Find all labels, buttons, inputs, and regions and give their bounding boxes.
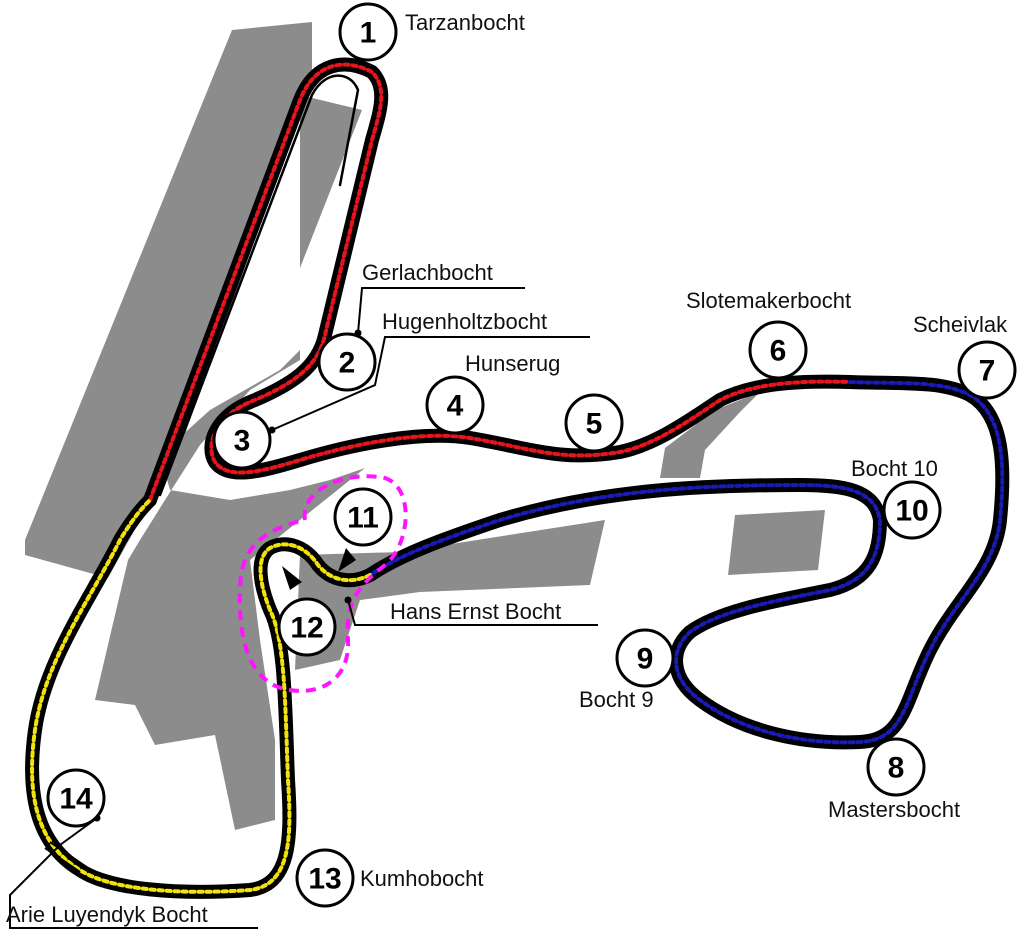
- corner-marker-7: 7: [957, 340, 1017, 400]
- corner-marker-2: 2: [317, 332, 377, 392]
- corner-labels: Tarzanbocht Gerlachbocht Hugenholtzbocht…: [6, 10, 1008, 927]
- direction-arrow-icon: [338, 548, 356, 572]
- corner-marker-9: 9: [615, 628, 675, 688]
- sector-3-line: [30, 498, 372, 894]
- infield-area-center: [295, 520, 605, 670]
- leader-dot: [344, 596, 352, 604]
- corner-label-gerlachbocht: Gerlachbocht: [362, 260, 493, 285]
- corner-number: 11: [347, 502, 379, 535]
- corner-label-kumhobocht: Kumhobocht: [360, 866, 484, 891]
- direction-arrow-icon: [282, 566, 302, 590]
- corner-marker-3: 3: [212, 410, 272, 470]
- corner-number: 4: [447, 390, 464, 423]
- corner-marker-4: 4: [425, 375, 485, 435]
- corner-number: 10: [895, 495, 928, 528]
- corner-label-bocht-10: Bocht 10: [851, 456, 938, 481]
- corner-marker-11: 11: [333, 487, 393, 547]
- corner-marker-5: 5: [564, 393, 624, 453]
- start-finish-line-icon: [44, 841, 86, 873]
- corner-marker-1: 1: [338, 2, 398, 62]
- corner-number: 13: [308, 863, 341, 896]
- corner-marker-14: 14: [46, 768, 106, 828]
- grandstand-area-left: [25, 22, 312, 578]
- corner-marker-10: 10: [882, 480, 942, 540]
- corner-label-hunserug: Hunserug: [465, 351, 560, 376]
- corner-number: 5: [586, 408, 603, 441]
- corner-label-mastersbocht: Mastersbocht: [828, 797, 960, 822]
- corner-label-tarzanbocht: Tarzanbocht: [405, 10, 525, 35]
- corner-label-arie-luyendyk-bocht: Arie Luyendyk Bocht: [6, 902, 208, 927]
- corner-label-bocht-9: Bocht 9: [579, 687, 654, 712]
- corner-number: 12: [290, 612, 323, 645]
- sector-1-line: [148, 62, 852, 502]
- corner-label-hugenholtzbocht: Hugenholtzbocht: [382, 309, 547, 334]
- corner-number: 6: [770, 335, 787, 368]
- paddock-areas: [25, 22, 825, 830]
- leader-lines: [9, 287, 598, 929]
- pit-lane: [158, 74, 360, 497]
- corner-number: 1: [360, 17, 377, 50]
- corner-number: 9: [637, 643, 654, 676]
- corner-marker-6: 6: [748, 320, 808, 380]
- infield-area-right: [728, 510, 825, 575]
- sector-2-line: [368, 380, 1005, 745]
- corner-marker-12: 12: [277, 597, 337, 657]
- corner-label-slotemakerbocht: Slotemakerbocht: [686, 288, 851, 313]
- paddock-area-inner: [95, 95, 365, 830]
- track: [25, 57, 1010, 899]
- corner-label-hans-ernst-bocht: Hans Ernst Bocht: [390, 599, 561, 624]
- corner-marker-13: 13: [295, 848, 355, 908]
- corner-number: 7: [979, 355, 996, 388]
- access-road-area: [660, 392, 760, 478]
- chicane-highlight: [237, 474, 408, 693]
- corner-markers: 1 2 3 4 5 6 7 8 9 10 11 12 13 14: [46, 2, 1017, 908]
- corner-number: 14: [59, 783, 93, 816]
- corner-number: 3: [234, 425, 251, 458]
- corner-marker-8: 8: [866, 737, 926, 797]
- corner-label-scheivlak: Scheivlak: [913, 312, 1008, 337]
- corner-number: 2: [339, 347, 356, 380]
- corner-number: 8: [888, 752, 905, 785]
